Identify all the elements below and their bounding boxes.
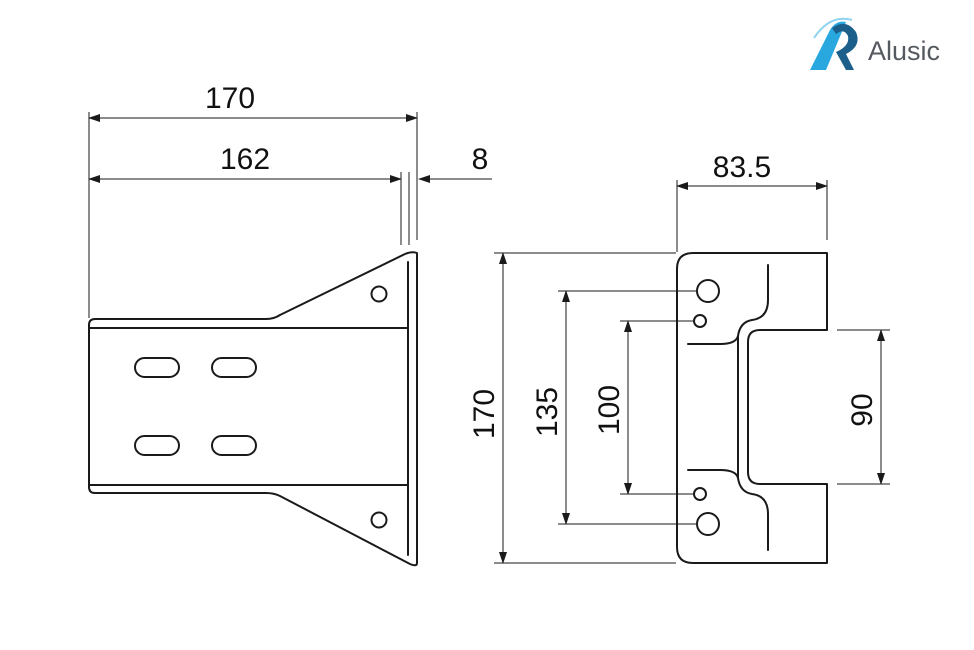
dimension-label-83-5: 83.5 [713,151,771,184]
logo-arc [813,17,853,39]
front-view-outline [676,252,828,564]
dimension-label-100: 100 [593,385,626,435]
slot-hole [134,435,180,456]
logo-mark-light [810,21,846,70]
small-hole [693,314,707,328]
bend-line-lower [687,469,769,551]
slot-hole [134,357,180,378]
logo-mark-dark [832,23,858,70]
dimension-label-170: 170 [205,82,255,115]
slot-hole [211,357,257,378]
dimension-label-8: 8 [472,143,489,176]
side-view-body-outline [88,251,418,567]
slot-hole [211,435,257,456]
brand-name: Alusic [868,36,940,66]
dimension-label-90: 90 [846,393,879,426]
alusic-logo: Alusic [810,17,940,70]
small-hole [693,487,707,501]
front-view: 83.5 170 135 100 90 [468,151,890,564]
side-view: 170 162 8 [88,82,492,567]
dimension-label-170-vertical: 170 [468,389,501,439]
round-hole [370,511,388,529]
large-hole [696,279,720,303]
bend-line-upper [687,264,769,345]
large-hole [696,512,720,536]
dimension-label-162: 162 [220,143,270,176]
dimension-label-135: 135 [531,387,564,437]
round-hole [370,285,388,303]
